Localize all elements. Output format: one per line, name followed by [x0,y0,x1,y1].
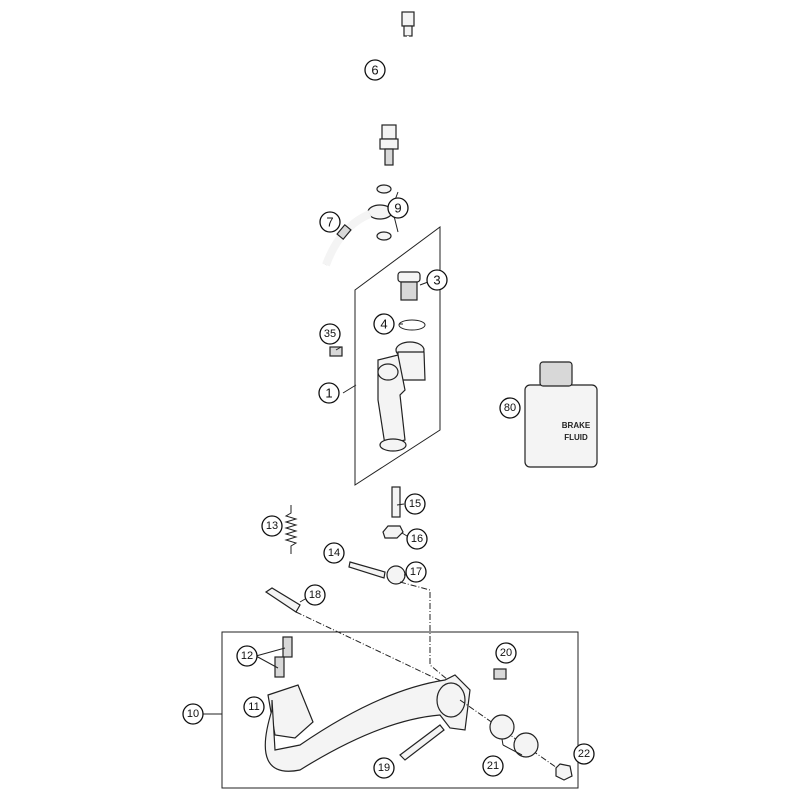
callout-1[interactable]: 1 [318,382,340,404]
callout-11[interactable]: 11 [243,696,265,718]
callout-7[interactable]: 7 [319,211,341,233]
pivot-bolt [264,587,301,613]
callout-35[interactable]: 35 [319,323,341,345]
svg-text:3: 3 [433,273,440,288]
callout-16[interactable]: 16 [406,528,428,550]
callout-20[interactable]: 20 [495,642,517,664]
brake-light-switch [379,11,415,166]
callout-80[interactable]: 80 [499,397,521,419]
brake-fluid-bottle: BRAKE FLUID [524,361,598,468]
svg-text:11: 11 [248,701,259,713]
bolt [348,561,386,579]
svg-text:13: 13 [266,520,278,532]
callout-12[interactable]: 12 [236,645,258,667]
nut [555,763,573,781]
svg-text:18: 18 [309,589,321,601]
bottle-label-line1: BRAKE [562,421,591,430]
bottle-label-line2: FLUID [564,433,588,442]
svg-text:80: 80 [504,402,516,414]
callout-22[interactable]: 22 [573,743,595,765]
callout-6[interactable]: 6 [364,59,386,81]
svg-text:12: 12 [241,650,253,662]
svg-text:4: 4 [380,317,387,332]
callout-3[interactable]: 3 [426,269,448,291]
callout-15[interactable]: 15 [404,493,426,515]
sealing-washer [376,231,392,241]
svg-text:15: 15 [409,498,421,510]
return-spring [284,505,298,554]
nut [493,668,507,680]
svg-text:1: 1 [325,386,332,401]
brake-pedal [264,674,471,772]
svg-text:16: 16 [411,533,423,545]
nut [382,525,404,539]
clevis [386,565,406,585]
svg-text:14: 14 [328,547,340,559]
svg-text:9: 9 [394,201,401,216]
bearing [489,714,515,740]
push-rod [391,486,401,518]
svg-text:6: 6 [371,63,378,78]
callout-13[interactable]: 13 [261,515,283,537]
callout-14[interactable]: 14 [323,542,345,564]
brake-pedal-group-frame [221,631,579,789]
screw [282,636,293,658]
svg-text:22: 22 [578,748,590,760]
callout-21[interactable]: 21 [482,755,504,777]
sealing-washer [376,184,392,194]
svg-text:10: 10 [187,708,199,720]
screw [274,656,285,678]
footrest-step-plate [267,684,314,739]
svg-text:7: 7 [326,215,333,230]
reservoir-connector [397,271,421,301]
svg-text:35: 35 [324,328,336,340]
master-cylinder-group-frame [354,226,441,486]
svg-text:21: 21 [487,760,499,772]
callout-18[interactable]: 18 [304,584,326,606]
svg-text:19: 19 [378,762,390,774]
bolt [399,724,445,761]
bearing [513,732,539,758]
screw [329,346,343,357]
callout-4[interactable]: 4 [373,313,395,335]
svg-text:17: 17 [410,566,422,578]
svg-text:20: 20 [500,647,512,659]
o-ring [398,319,426,331]
callout-17[interactable]: 17 [405,561,427,583]
callout-9[interactable]: 9 [387,197,409,219]
callout-10[interactable]: 10 [182,703,204,725]
pedal-bore [436,682,466,718]
callout-19[interactable]: 19 [373,757,395,779]
master-cylinder [377,341,426,452]
brake-hose [322,204,393,267]
